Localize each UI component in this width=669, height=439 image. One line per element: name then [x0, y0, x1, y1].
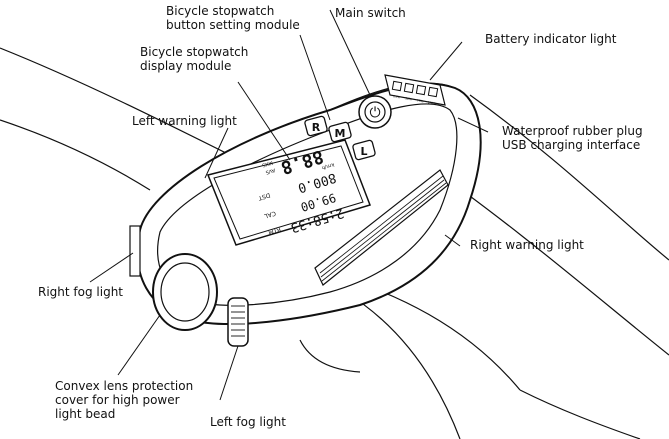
label-stopwatch-display-module: Bicycle stopwatch display module — [140, 45, 248, 73]
label-lens-line2: cover for high power — [55, 393, 180, 407]
label-waterproof-usb: Waterproof rubber plug USB charging inte… — [502, 124, 643, 152]
lcd-rtm: RTM — [267, 226, 281, 236]
label-convex-lens: Convex lens protection cover for high po… — [55, 379, 193, 421]
lcd-cal: CAL — [263, 209, 277, 219]
label-left-fog-light: Left fog light — [210, 415, 286, 429]
label-stopwatch-display-line1: Bicycle stopwatch — [140, 45, 249, 59]
label-lens-line1: Convex lens protection — [55, 379, 194, 393]
leader-lines — [89, 9, 489, 401]
label-stopwatch-button-line1: Bicycle stopwatch — [166, 4, 275, 18]
label-battery-indicator: Battery indicator light — [485, 32, 617, 46]
power-symbol: ⏻ — [369, 105, 380, 121]
button-r-label: R — [312, 121, 321, 134]
label-stopwatch-display-line2: display module — [140, 59, 232, 73]
label-waterproof-line2: USB charging interface — [502, 138, 641, 152]
battery-mark-25: 25% — [393, 94, 400, 99]
lcd-mxs: MXS — [261, 159, 273, 168]
label-waterproof-line1: Waterproof rubber plug — [502, 124, 643, 138]
lcd-avs: AVS — [265, 167, 276, 176]
label-left-warning-light: Left warning light — [132, 114, 237, 128]
button-m-label: M — [335, 127, 346, 140]
lcd-kmh: km/h — [321, 161, 335, 170]
right-warning-grille — [319, 175, 447, 282]
left-fog-grille — [231, 305, 245, 337]
label-right-fog-light: Right fog light — [38, 285, 124, 299]
label-stopwatch-button-module: Bicycle stopwatch button setting module — [166, 4, 300, 32]
label-stopwatch-button-line2: button setting module — [166, 18, 300, 32]
label-right-warning-light: Right warning light — [470, 238, 584, 252]
button-l-label: L — [360, 145, 367, 158]
lcd-dst: DST — [257, 191, 271, 201]
battery-mark-100: 100% — [427, 100, 436, 105]
battery-mark-50: 50% — [405, 96, 412, 101]
battery-mark-75: 75% — [417, 98, 424, 103]
device-body — [129, 74, 482, 347]
label-main-switch: Main switch — [335, 6, 406, 20]
label-lens-line3: light bead — [55, 407, 116, 421]
